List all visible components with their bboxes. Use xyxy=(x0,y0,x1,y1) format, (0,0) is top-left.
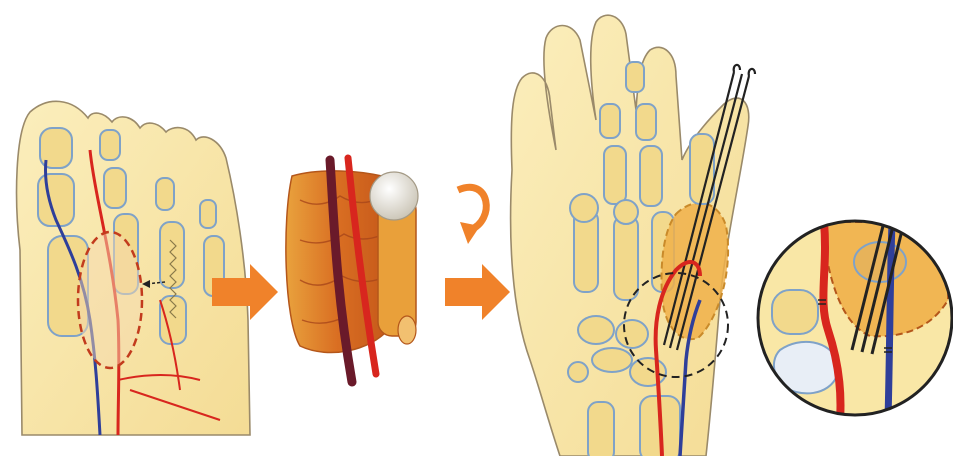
zoom-bone-left xyxy=(772,290,818,334)
arrow-right-icon xyxy=(445,264,510,320)
rotate-icon xyxy=(458,187,486,244)
hand-panel xyxy=(511,15,755,456)
foot-panel xyxy=(17,101,250,435)
graft-panel xyxy=(286,158,418,382)
zoom-vein xyxy=(888,222,892,420)
graft-outline-dashed xyxy=(78,232,142,368)
zoom-panel xyxy=(755,218,953,420)
graft-bone-end xyxy=(398,316,416,344)
joint-head xyxy=(370,172,418,220)
